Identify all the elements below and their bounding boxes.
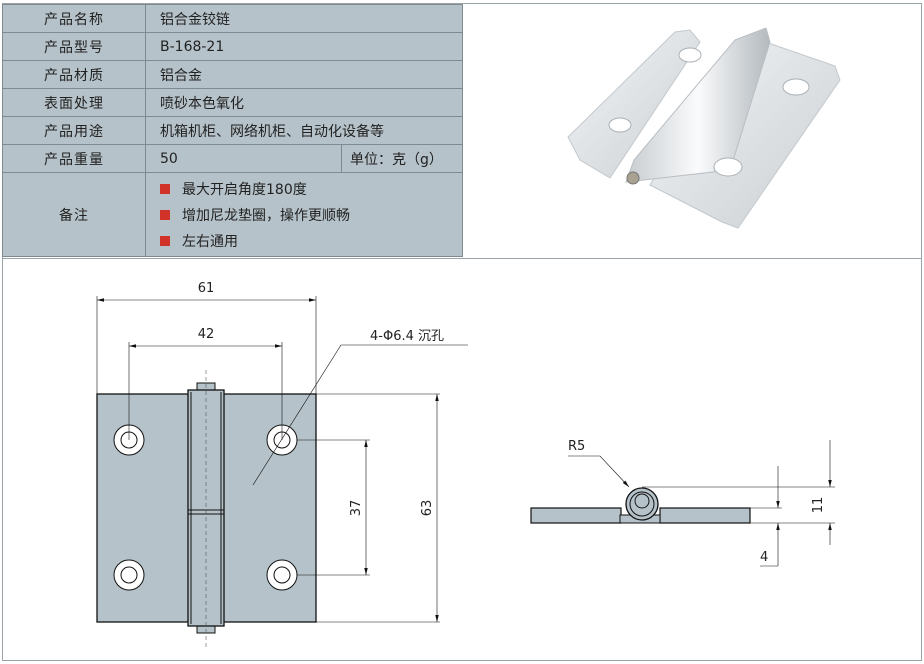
front-view (96, 296, 468, 650)
note-item: 左右通用 (146, 228, 462, 254)
note-text: 增加尼龙垫圈，操作更顺畅 (182, 207, 350, 224)
mounting-holes (113, 424, 298, 591)
table-row: 产品用途机箱机柜、网络机柜、自动化设备等 (2, 116, 463, 145)
unit-label: 单位：克（g） (341, 144, 463, 173)
row-label: 产品型号 (2, 32, 146, 61)
note-item: 增加尼龙垫圈，操作更顺畅 (146, 202, 462, 228)
table-row: 备注 最大开启角度180度 增加尼龙垫圈，操作更顺畅 左右通用 (2, 172, 463, 257)
note-text: 左右通用 (182, 233, 238, 250)
height-dimension: 63 (420, 500, 435, 517)
vertical-spacing-dimension: 37 (349, 500, 364, 517)
section-divider (2, 258, 921, 259)
bullet-icon (160, 183, 170, 194)
note-item: 最大开启角度180度 (146, 176, 462, 202)
row-label: 产品用途 (2, 116, 146, 145)
notes-label: 备注 (2, 172, 146, 257)
table-row: 产品材质铝合金 (2, 60, 463, 89)
side-view (530, 440, 835, 567)
radius-dimension: R5 (568, 439, 585, 454)
product-photo (567, 27, 841, 229)
bullet-icon (160, 209, 170, 220)
width-dimension: 61 (198, 281, 215, 296)
note-text: 最大开启角度180度 (182, 181, 307, 198)
hole-spacing-dimension: 42 (198, 327, 215, 342)
notes-cell: 最大开启角度180度 增加尼龙垫圈，操作更顺畅 左右通用 (145, 172, 463, 257)
row-value: 喷砂本色氧化 (145, 88, 463, 117)
row-value: 机箱机柜、网络机柜、自动化设备等 (145, 116, 463, 145)
bullet-icon (160, 235, 170, 246)
table-row: 表面处理喷砂本色氧化 (2, 88, 463, 117)
hole-callout: 4-Φ6.4 沉孔 (370, 329, 444, 344)
row-value: 铝合金 (145, 60, 463, 89)
thickness-dimension: 4 (760, 550, 768, 565)
row-label: 产品重量 (2, 144, 146, 173)
total-height-dimension: 11 (811, 497, 826, 514)
sheet-frame (2, 3, 922, 661)
